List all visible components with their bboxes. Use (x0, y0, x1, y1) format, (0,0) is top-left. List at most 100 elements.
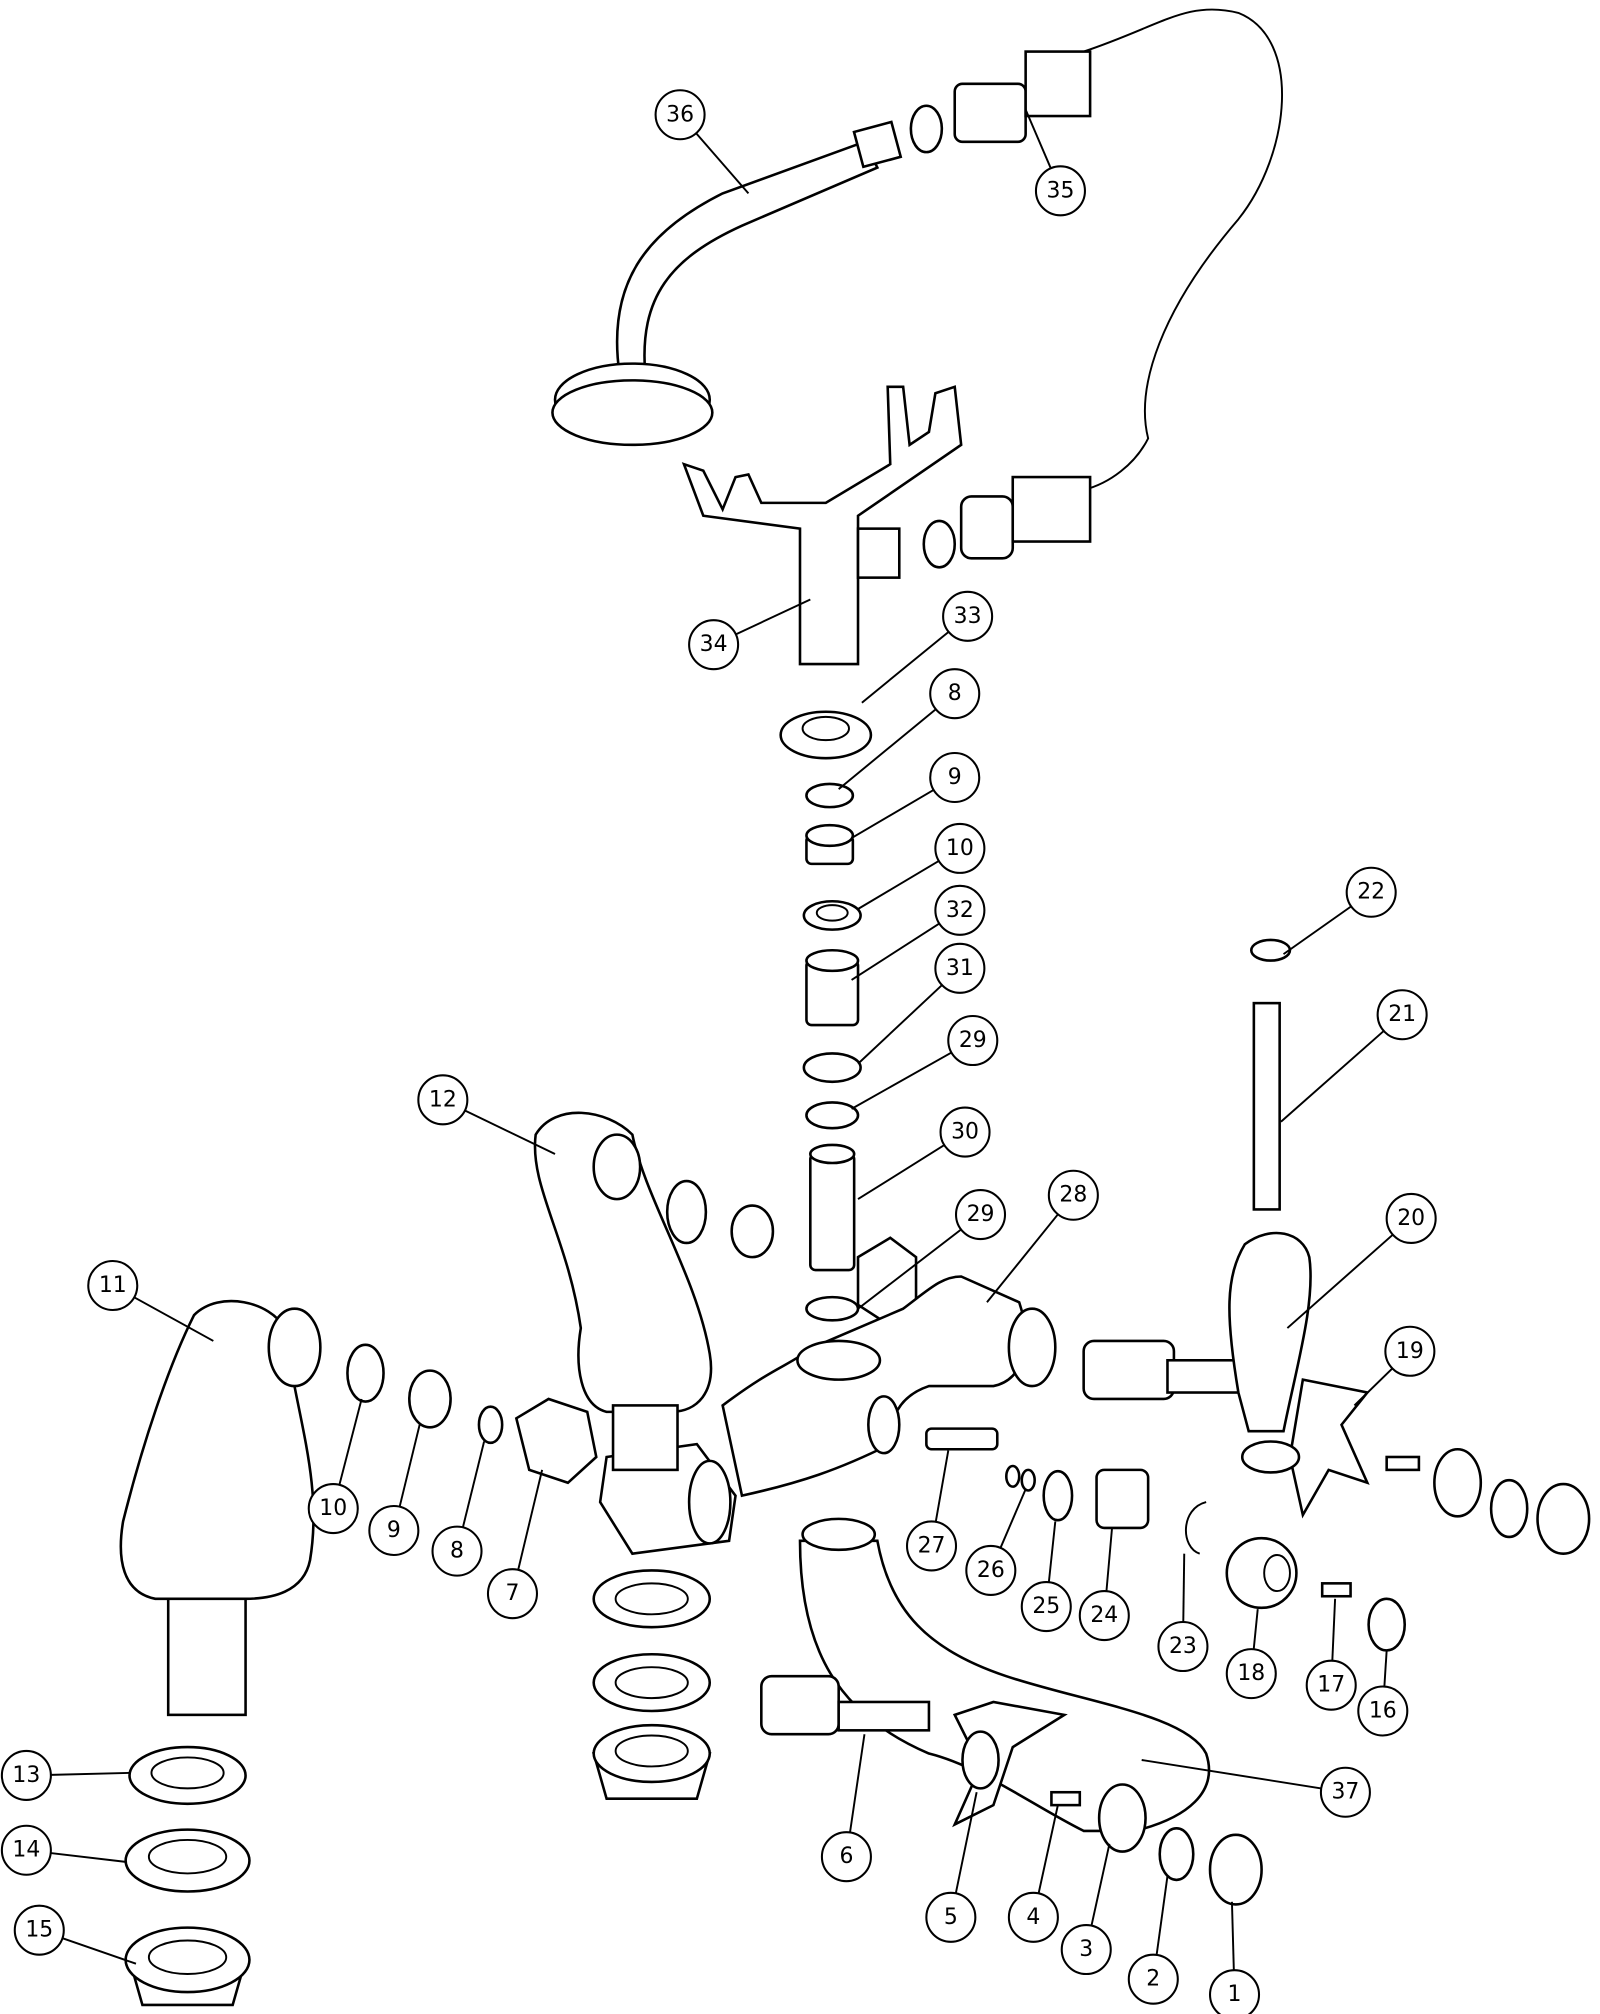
callout-number: 34 (700, 632, 728, 657)
callout-31: 31 (857, 942, 986, 1065)
callout-19: 19 (1353, 1325, 1436, 1407)
callout-4: 4 (1007, 1804, 1059, 1943)
callout-10: 10 (307, 1398, 363, 1535)
callout-1: 1 (1208, 1901, 1261, 2014)
callout-29: 29 (857, 1189, 1007, 1310)
callout-circle (654, 89, 706, 141)
callout-circle (688, 619, 740, 671)
callout-34: 34 (688, 598, 811, 671)
callout-circle (965, 1544, 1017, 1596)
callout-circle (925, 1891, 977, 1943)
callout-11: 11 (87, 1259, 214, 1342)
callout-30: 30 (857, 1106, 991, 1200)
callout-number: 37 (1331, 1780, 1359, 1805)
callout-circle (1384, 1325, 1436, 1377)
callout-number: 26 (977, 1558, 1005, 1583)
callout-circle (820, 1831, 872, 1883)
callout-28: 28 (986, 1169, 1099, 1303)
callout-circle (934, 942, 986, 994)
callout-14: 14 (0, 1824, 126, 1876)
callout-number: 36 (666, 102, 694, 127)
callout-number: 19 (1396, 1339, 1424, 1364)
callout-8: 8 (431, 1441, 486, 1577)
cradle (681, 385, 963, 666)
callout-33: 33 (861, 590, 994, 704)
leader-line (934, 1450, 950, 1522)
callout-number: 14 (12, 1838, 40, 1863)
leader-line (857, 984, 943, 1065)
callout-number: 23 (1169, 1634, 1197, 1659)
callout-circle (368, 1504, 420, 1557)
leader-line (398, 1424, 421, 1507)
callout-circle (905, 1520, 958, 1572)
callout-37: 37 (1141, 1759, 1371, 1818)
callout-number: 10 (946, 836, 974, 861)
callout-circle (934, 884, 986, 936)
callout-number: 35 (1047, 178, 1075, 203)
callout-number: 27 (918, 1533, 946, 1558)
leader-line (1090, 1843, 1111, 1926)
callout-number: 5 (944, 1905, 958, 1930)
callout-circle (934, 822, 986, 874)
callout-number: 33 (954, 604, 982, 629)
leader-line (1024, 109, 1052, 169)
callout-circle (87, 1259, 139, 1312)
callout-20: 20 (1286, 1192, 1437, 1329)
callout-16: 16 (1357, 1650, 1409, 1737)
callout-number: 24 (1090, 1603, 1118, 1628)
callout-22: 22 (1282, 866, 1397, 955)
leader-line (695, 132, 750, 195)
leader-line (338, 1398, 363, 1486)
leader-line (1282, 905, 1352, 955)
callout-circle (1319, 1766, 1371, 1818)
callout-29: 29 (851, 1014, 999, 1110)
callout-circle (1305, 1659, 1357, 1711)
leader-line (1155, 1875, 1169, 1956)
callout-circle (1157, 1620, 1209, 1673)
callout-circle (1078, 1590, 1130, 1642)
callout-number: 7 (506, 1581, 520, 1606)
leader-line (1141, 1759, 1322, 1790)
callout-number: 15 (25, 1918, 53, 1943)
callout-32: 32 (851, 884, 986, 981)
callout-number: 17 (1317, 1673, 1345, 1698)
leader-line (62, 1937, 137, 1965)
callout-number: 3 (1079, 1937, 1093, 1962)
leader-line (999, 1488, 1027, 1549)
callout-5: 5 (925, 1792, 978, 1943)
callout-21: 21 (1280, 989, 1428, 1123)
callout-circle (0, 1749, 52, 1801)
leader-line (133, 1296, 214, 1342)
leader-line (1037, 1804, 1059, 1894)
callout-10: 10 (857, 822, 986, 910)
callout-circle (1060, 1924, 1112, 1976)
leader-line (857, 1228, 962, 1310)
leader-line (1252, 1609, 1259, 1650)
leader-line (50, 1771, 130, 1776)
callout-circle (954, 1189, 1007, 1241)
callout-number: 21 (1388, 1002, 1416, 1027)
leader-line (851, 1051, 952, 1110)
callout-circle (486, 1568, 538, 1620)
leader-line (857, 1144, 945, 1200)
callout-circle (307, 1483, 359, 1535)
callout-circle (13, 1904, 65, 1956)
leader-line (954, 1792, 978, 1894)
leader-line (1047, 1521, 1057, 1583)
callout-27: 27 (905, 1450, 958, 1572)
callout-circle (1034, 165, 1086, 217)
callout-number: 22 (1357, 880, 1385, 905)
callout-9: 9 (851, 751, 981, 839)
callout-18: 18 (1225, 1609, 1277, 1700)
callout-number: 18 (1237, 1661, 1265, 1686)
callout-15: 15 (13, 1904, 137, 1965)
leader-line (851, 789, 935, 839)
leader-line (857, 860, 940, 910)
callout-8: 8 (838, 668, 981, 790)
callout-circle (1345, 866, 1397, 918)
callout-24: 24 (1078, 1527, 1130, 1642)
parts-drawing (119, 8, 1591, 2007)
callout-number: 10 (319, 1496, 347, 1521)
callout-number: 1 (1228, 1982, 1242, 2007)
callout-number: 2 (1146, 1967, 1160, 1992)
